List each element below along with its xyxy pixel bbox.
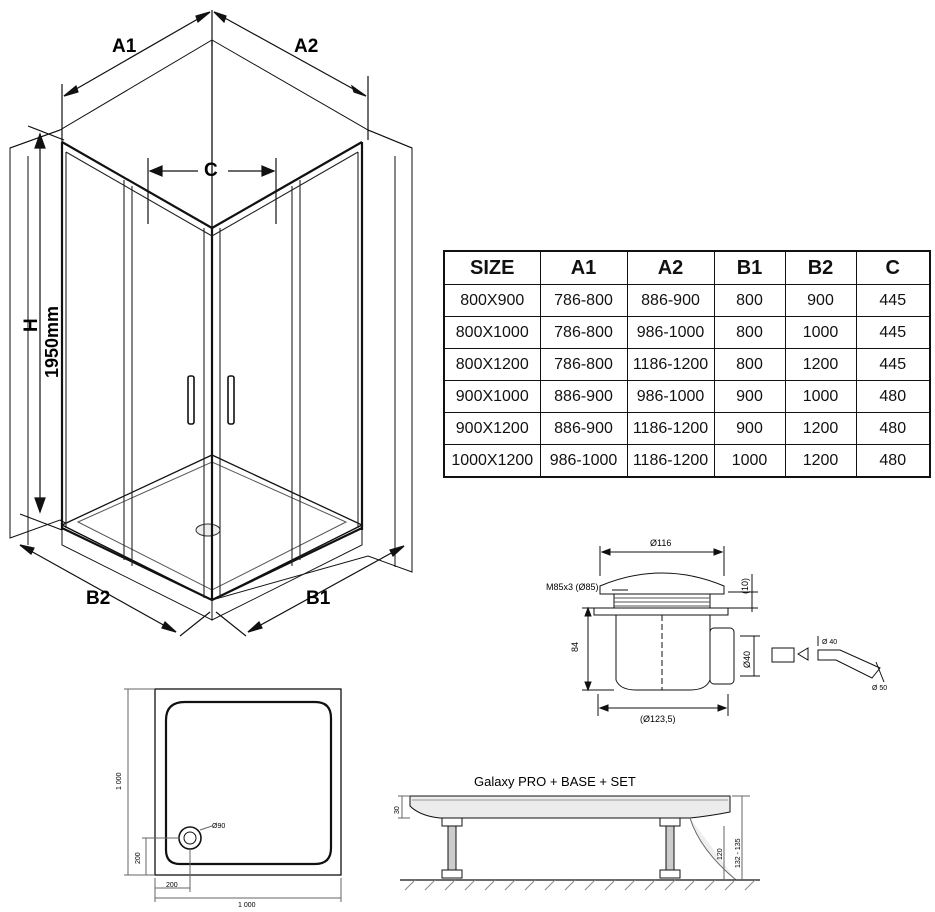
cell-a2: 986-1000: [626, 316, 715, 349]
shower-enclosure-drawing: [9, 10, 413, 637]
cell-size: 800X1200: [443, 348, 541, 381]
header-size: SIZE: [443, 250, 541, 285]
table-row: 1000X1200 986-1000 1186-1200 1000 1200 4…: [443, 444, 931, 478]
cell-a1: 986-1000: [539, 444, 628, 478]
cell-a1: 786-800: [539, 284, 628, 317]
tray-plan-labels: 1 000 200 200 1 000 Ø90: [116, 772, 256, 909]
cell-c: 445: [855, 316, 931, 349]
cell-a1: 886-900: [539, 412, 628, 445]
cell-c: 480: [855, 444, 931, 478]
cell-size: 900X1000: [443, 380, 541, 413]
size-table: SIZE A1 A2 B1 B2 C 800X900 786-800 886-9…: [443, 250, 931, 478]
cell-a2: 1186-1200: [626, 348, 715, 381]
label-h: H: [21, 318, 42, 332]
tray-drain-y-label: 200: [135, 852, 142, 864]
header-c: C: [855, 250, 931, 285]
cell-b2: 1200: [784, 444, 857, 478]
label-height-mm: 1950mm: [42, 306, 62, 378]
cell-a2: 986-1000: [626, 380, 715, 413]
tray-range-label: 132 - 135: [735, 838, 742, 868]
cell-a2: 1186-1200: [626, 444, 715, 478]
table-row: 800X1000 786-800 986-1000 800 1000 445: [443, 316, 931, 349]
header-a2: A2: [626, 250, 715, 285]
cell-a2: 1186-1200: [626, 412, 715, 445]
table-row: 900X1200 886-900 1186-1200 900 1200 480: [443, 412, 931, 445]
enclosure-labels: A1 A2 C B2 B1 H 1950mm: [21, 36, 331, 609]
tray-side-drawing: [398, 795, 760, 891]
cell-b1: 900: [713, 380, 786, 413]
tray-rim-label: 30: [394, 806, 401, 814]
cell-c: 445: [855, 348, 931, 381]
tray-inner-basin: [164, 700, 333, 866]
drain-labels: Ø116 M85x3 (Ø85) (10) 84 Ø40 (Ø123,5) Ø …: [546, 538, 887, 724]
table-row: 900X1000 886-900 986-1000 900 1000 480: [443, 380, 931, 413]
tray-depth-label: 1 000: [116, 772, 123, 790]
drain-outlet-label: Ø40: [742, 651, 752, 668]
tray-drain-x-label: 200: [166, 882, 178, 889]
cell-b1: 800: [713, 348, 786, 381]
tray-plan-drawing: [124, 688, 342, 902]
drain-section-drawing: [582, 546, 885, 716]
tray-feet: [441, 817, 681, 879]
label-c: C: [204, 160, 218, 181]
drain-body: [615, 614, 711, 691]
tray-side-profile: [409, 795, 731, 819]
cell-c: 480: [855, 412, 931, 445]
label-a2: A2: [294, 36, 318, 57]
cell-size: 900X1200: [443, 412, 541, 445]
header-b1: B1: [713, 250, 786, 285]
cell-b2: 1000: [784, 316, 857, 349]
header-a1: A1: [539, 250, 628, 285]
label-a1: A1: [112, 36, 137, 57]
cell-c: 480: [855, 380, 931, 413]
cell-size: 800X900: [443, 284, 541, 317]
table-row: 800X900 786-800 886-900 800 900 445: [443, 284, 931, 317]
cell-a1: 786-800: [539, 348, 628, 381]
cell-c: 445: [855, 284, 931, 317]
cell-b2: 1200: [784, 412, 857, 445]
label-b2: B2: [86, 588, 110, 609]
cell-a2: 886-900: [626, 284, 715, 317]
cell-b2: 900: [784, 284, 857, 317]
tray-drain: [195, 523, 221, 537]
size-table-header-row: SIZE A1 A2 B1 B2 C: [443, 250, 931, 285]
drain-height-label: 84: [570, 642, 580, 652]
drain-cap: [599, 572, 725, 595]
left-door-handle: [187, 375, 195, 425]
cell-size: 1000X1200: [443, 444, 541, 478]
drain-top-diameter: Ø116: [650, 538, 671, 548]
tray-base-label: 120: [717, 848, 724, 860]
right-door-handle: [227, 375, 235, 425]
tray-width-label: 1 000: [238, 902, 256, 909]
cell-b1: 800: [713, 284, 786, 317]
drain-outlet: [709, 627, 735, 685]
tray-plan-drain: [178, 826, 202, 850]
pipe-40-label: Ø 40: [822, 639, 837, 646]
cell-b1: 900: [713, 412, 786, 445]
cell-b2: 1000: [784, 380, 857, 413]
cell-a1: 786-800: [539, 316, 628, 349]
label-b1: B1: [306, 588, 331, 609]
drain-flange-label: (10): [740, 578, 750, 594]
tray-drain-diameter-label: Ø90: [212, 823, 225, 830]
drain-thread-label: M85x3 (Ø85): [546, 582, 599, 592]
cell-b2: 1200: [784, 348, 857, 381]
pipe-50-label: Ø 50: [872, 685, 887, 692]
cell-size: 800X1000: [443, 316, 541, 349]
cell-b1: 1000: [713, 444, 786, 478]
header-b2: B2: [784, 250, 857, 285]
cell-a1: 886-900: [539, 380, 628, 413]
tray-side-title: Galaxy PRO + BASE + SET: [474, 774, 636, 789]
drain-pipe-adapter: [771, 636, 885, 683]
table-row: 800X1200 786-800 1186-1200 800 1200 445: [443, 348, 931, 381]
tray-side-labels: Galaxy PRO + BASE + SET 30 120 132 - 135: [394, 774, 742, 868]
drain-body-diameter: (Ø123,5): [640, 714, 676, 724]
cell-b1: 800: [713, 316, 786, 349]
